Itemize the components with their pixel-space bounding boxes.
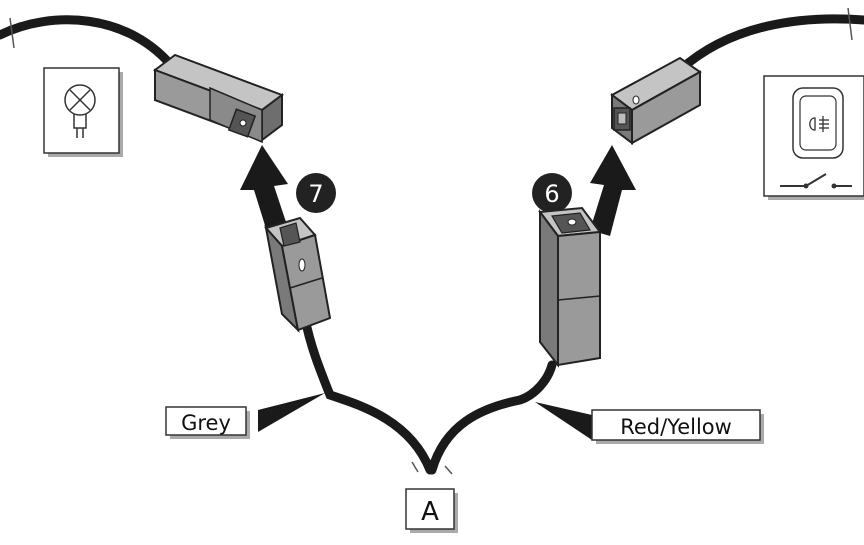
top-right-wire [675,7,864,75]
arrow-up-left [240,145,288,235]
arrow-up-right [590,145,636,236]
step-badge-number: 6 [544,180,559,208]
top-left-wire [0,15,180,75]
grey-wire-label: Grey [165,406,250,439]
red-yellow-wire-label: Red/Yellow [591,409,764,444]
step-badge-7: 7 [296,173,336,213]
step-badge-number: 7 [308,180,323,208]
harness-label-text: A [421,497,439,527]
right-plug-connector [538,206,602,368]
harness-wires [300,313,557,475]
bulb-icon [43,67,123,157]
harness-label: A [405,488,458,533]
red-yellow-wire-label-text: Red/Yellow [620,415,732,439]
grey-wire-label-text: Grey [181,411,231,435]
red-yellow-label-pointer [535,402,592,440]
fog-light-switch-icon [763,75,864,200]
left-socket-connector [152,53,285,144]
right-socket-connector [610,56,702,145]
step-badge-6: 6 [532,173,572,213]
grey-label-pointer [258,393,325,432]
left-plug-connector [264,216,332,334]
